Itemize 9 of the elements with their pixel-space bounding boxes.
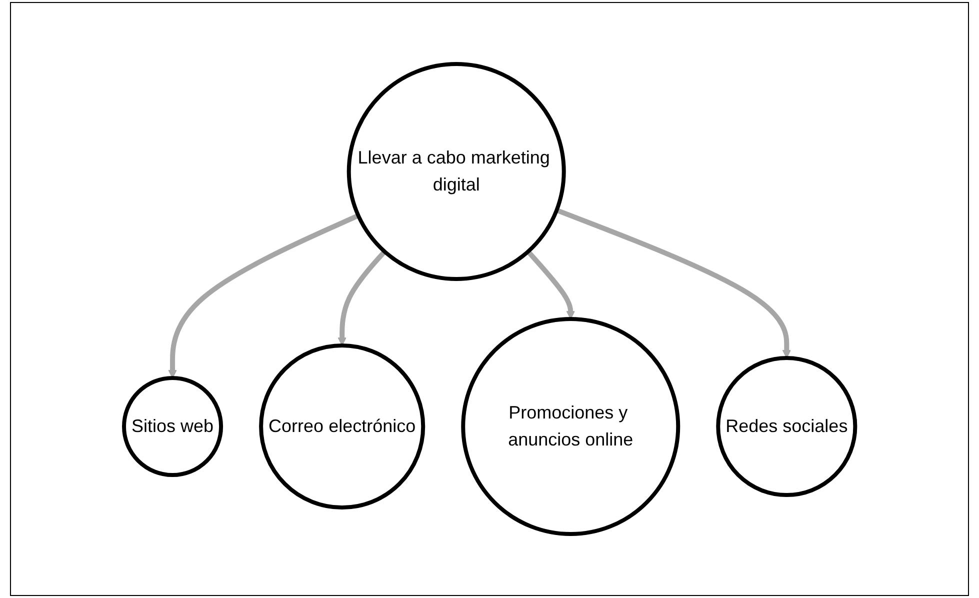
- node-circle: Llevar a cabo marketing digital: [346, 62, 566, 281]
- node-circle: Sitios web: [122, 376, 223, 478]
- arrow: [556, 208, 791, 358]
- node-circle: Promociones y anuncios online: [461, 317, 680, 536]
- arrow: [338, 250, 386, 346]
- arrow: [168, 213, 360, 378]
- arrow: [526, 250, 575, 320]
- node-circle: Correo electrónico: [258, 343, 426, 510]
- node-circle: Redes sociales: [716, 356, 858, 498]
